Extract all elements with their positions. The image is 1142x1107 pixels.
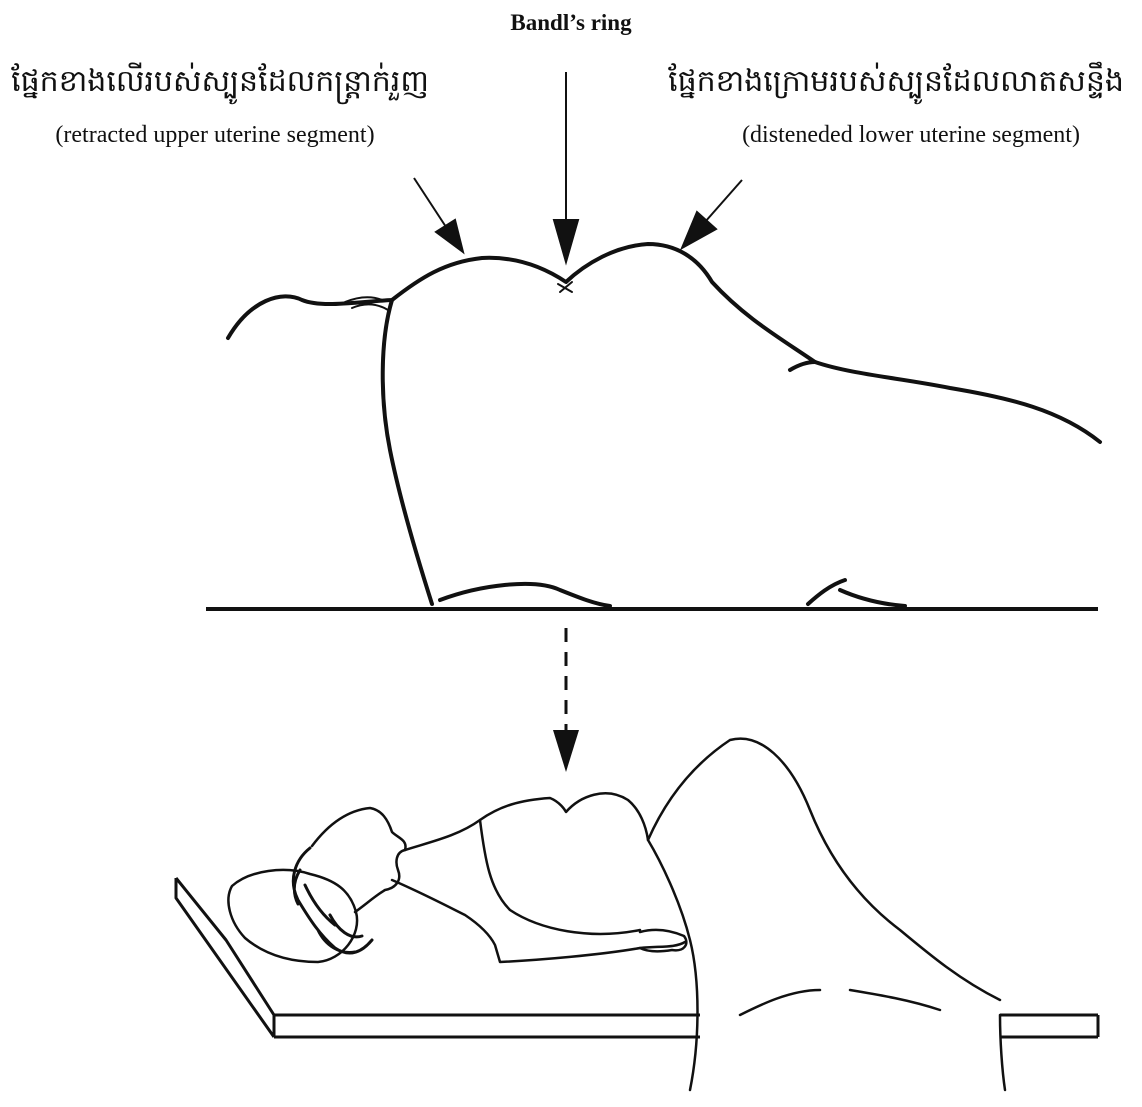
neck-torso (405, 793, 648, 850)
pointer-arrows (414, 72, 742, 262)
face (312, 808, 406, 912)
heel-contour (808, 580, 905, 606)
thigh-contour (790, 362, 815, 370)
dashed-arrow (553, 628, 579, 772)
buttock-contour (440, 584, 610, 606)
bed-side (176, 878, 274, 1037)
upper-segment-arrow (414, 178, 448, 230)
bed-front (274, 1015, 700, 1037)
upper-segment-arrowhead (436, 220, 463, 252)
lower-segment-arrowhead (682, 212, 716, 248)
bed-top-left (176, 878, 274, 1015)
dashed-arrowhead (553, 730, 579, 772)
back-contour (383, 300, 432, 604)
sheet-legs (648, 739, 1005, 1090)
belly-shirt (480, 820, 640, 934)
abdomen-side-view (228, 244, 1100, 606)
hair (293, 848, 372, 953)
bed-front-right (1000, 1015, 1098, 1037)
abdomen-contour (228, 244, 1100, 442)
bandls-ring-arrowhead (554, 220, 578, 262)
lower-segment-arrow (705, 180, 742, 222)
